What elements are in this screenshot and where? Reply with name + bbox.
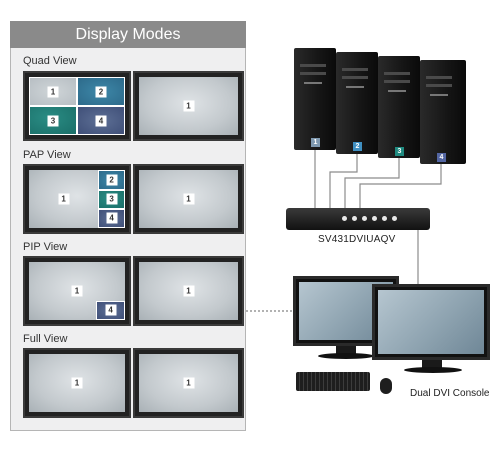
tile-number: 4 [105,304,117,316]
front-button [388,90,406,92]
pap-view-second-monitor: 1 [133,164,244,234]
pap-tile-3: 3 [98,189,125,209]
quad-tile-2: 2 [77,77,125,106]
cable-pc3 [344,150,400,210]
port-label-2: 2 [353,142,362,151]
section-label-pap: PAP View [23,149,71,161]
section-label-quad: Quad View [23,55,77,67]
monitor-neck [336,346,356,354]
cable-pc4 [359,158,442,210]
console-label: Dual DVI Console [410,388,490,399]
front-button [304,82,322,84]
screen-number: 1 [71,285,83,297]
screen: 1 [139,170,238,228]
screen-number: 1 [183,285,194,297]
console-monitor-right [372,284,490,360]
port-label-4: 4 [437,153,446,162]
drive-bay [426,84,452,87]
pip-view-second-monitor: 1 [133,256,244,326]
kvm-led [362,216,367,221]
screen: 1 [139,354,238,412]
pap-view-monitor: 1 2 3 4 [23,164,131,234]
full-view-monitor: 1 [23,348,131,418]
drive-bay [342,76,368,79]
tile-number: 1 [47,86,59,97]
front-button [430,94,448,96]
pip-tile-4: 4 [96,300,125,320]
pap-tile-2: 2 [98,170,125,190]
screen-number: 1 [183,193,194,205]
pip-screen: 1 4 [29,262,125,320]
drive-bay [300,72,326,75]
tile-number: 3 [47,115,59,126]
quad-tile-1: 1 [29,77,77,106]
keyboard [296,372,370,391]
quad-view-monitor: 1 2 3 4 [23,71,131,141]
tile-number: 4 [106,212,118,224]
drive-bay [384,72,410,75]
tile-number: 2 [106,174,118,186]
drive-bay [426,76,452,79]
kvm-led [392,216,397,221]
screen: 1 [139,262,238,320]
drive-bay [300,64,326,67]
screen-number: 1 [183,377,194,389]
screen: 1 [139,77,238,135]
drive-bay [342,68,368,71]
cable-pc2 [329,148,358,210]
full-view-second-monitor: 1 [133,348,244,418]
screen-number: 1 [71,377,83,389]
section-label-full: Full View [23,333,68,345]
screen-number: 1 [183,100,194,112]
screen-number: 1 [58,193,70,205]
pc-tower-4 [420,60,466,164]
section-label-pip: PIP View [23,241,68,253]
pap-tile-4: 4 [98,208,125,228]
pc-tower-1 [294,48,336,150]
port-label-1: 1 [311,138,320,147]
mouse [380,378,392,394]
quad-view-second-monitor: 1 [133,71,244,141]
monitor-stand [404,367,462,373]
pc-tower-3 [378,56,420,158]
pap-screen: 1 2 3 4 [29,170,125,228]
drive-bay [384,80,410,83]
kvm-model-label: SV431DVIUAQV [318,234,396,245]
tile-number: 3 [106,193,118,205]
monitor-screen [378,290,484,354]
quad-tile-3: 3 [29,106,77,135]
monitor-neck [422,360,442,368]
tile-number: 4 [95,115,107,126]
kvm-led [382,216,387,221]
tile-number: 2 [95,86,107,97]
monitor-stand [318,353,374,359]
pc-tower-2 [336,52,378,154]
port-label-3: 3 [395,147,404,156]
front-button [346,86,364,88]
quad-tile-4: 4 [77,106,125,135]
kvm-led [372,216,377,221]
kvm-led [342,216,347,221]
pip-view-monitor: 1 4 [23,256,131,326]
kvm-led [352,216,357,221]
quad-screen: 1 2 3 4 [29,77,125,135]
kvm-switch [286,208,430,230]
panel-title: Display Modes [10,21,246,48]
screen: 1 [29,354,125,412]
